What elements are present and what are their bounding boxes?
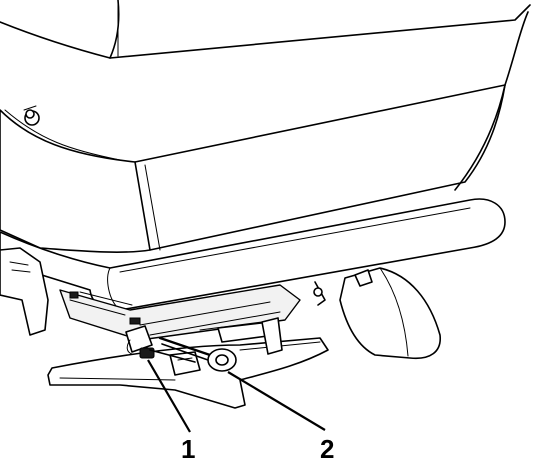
side-bracket xyxy=(0,247,49,336)
leader-line-2 xyxy=(227,371,326,431)
callout-2-part xyxy=(158,336,237,372)
gate-rod xyxy=(199,317,283,355)
callout-number-2: 2 xyxy=(320,434,334,464)
callout-1-part xyxy=(125,325,196,363)
lid-latch-knob xyxy=(23,105,40,126)
hopper-lid xyxy=(0,0,531,161)
hopper-body xyxy=(0,84,506,253)
callout-number-1: 1 xyxy=(181,434,195,464)
rear-support xyxy=(313,267,441,360)
under-mechanism xyxy=(59,284,301,341)
leader-line-1 xyxy=(147,359,191,433)
